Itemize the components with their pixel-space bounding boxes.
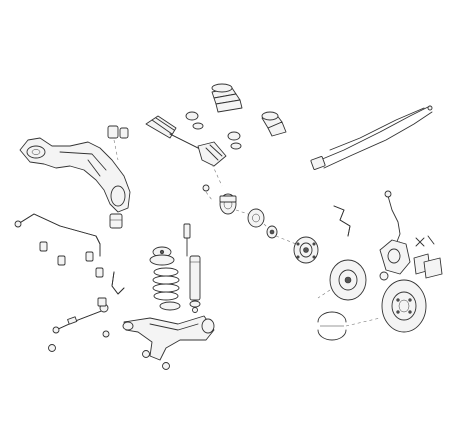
tie-rod-end [48,297,110,352]
coil-spring [152,267,181,311]
brake-hose-bracket [333,205,351,237]
brake-disc-hub [317,259,367,301]
small-fasteners [202,184,213,201]
stabilizer-bar [14,213,101,257]
leader-line [211,163,223,187]
cv-joint-kit [219,193,278,239]
rear-brake-cable-pair [310,105,433,170]
brake-pads [413,235,443,279]
brake-shoes [317,311,381,341]
stabilizer-bushings [39,241,104,278]
drive-shaft [145,115,227,167]
brake-caliper [379,239,411,281]
front-control-arm [19,137,131,213]
strut-mount [149,246,175,266]
wheel-bearing-set [275,235,319,264]
stabilizer-link [111,271,125,295]
abs-sensor [384,190,401,249]
brake-disc [381,279,427,333]
cv-boot-kits [185,83,287,150]
shock-absorber [183,223,201,313]
control-arm-bushing [107,125,129,229]
rear-lower-arm [122,315,215,370]
